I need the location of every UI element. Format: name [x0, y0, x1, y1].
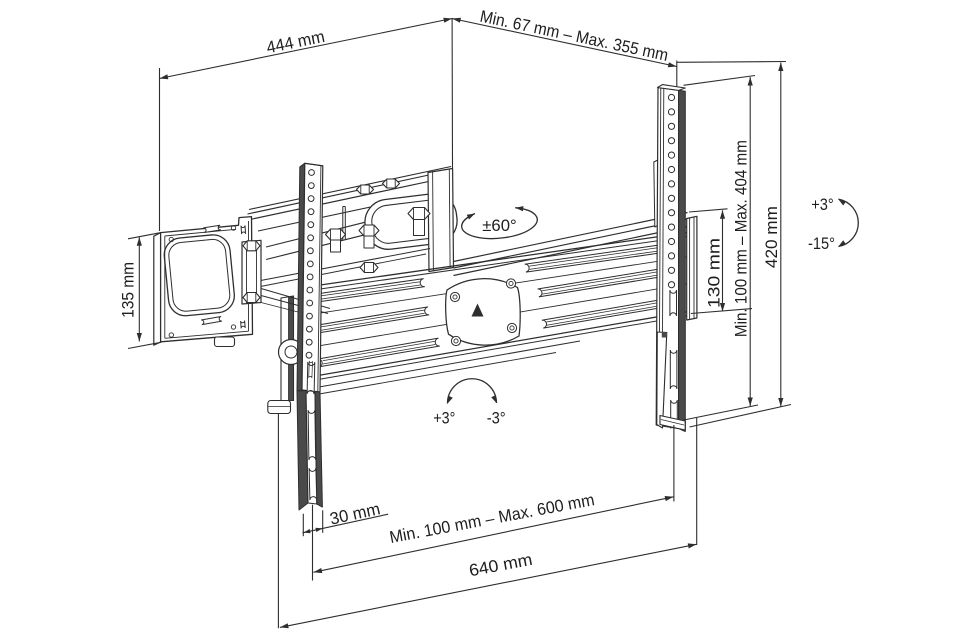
svg-text:-15°: -15° [808, 234, 835, 253]
svg-text:Min. 67 mm – Max. 355 mm: Min. 67 mm – Max. 355 mm [478, 7, 670, 65]
svg-text:±60°: ±60° [482, 216, 517, 235]
svg-text:+3°: +3° [433, 409, 455, 428]
svg-text:+3°: +3° [811, 195, 834, 214]
svg-text:Min. 100 mm – Max. 600 mm: Min. 100 mm – Max. 600 mm [388, 490, 596, 547]
svg-text:Min. 100 mm – Max. 404 mm: Min. 100 mm – Max. 404 mm [732, 140, 751, 337]
svg-text:30 mm: 30 mm [328, 499, 382, 528]
svg-text:135 mm: 135 mm [119, 262, 138, 318]
svg-text:130 mm: 130 mm [705, 238, 724, 308]
svg-text:444 mm: 444 mm [265, 27, 327, 57]
svg-text:-3°: -3° [487, 409, 506, 428]
svg-text:420 mm: 420 mm [762, 206, 781, 268]
svg-text:640 mm: 640 mm [468, 550, 534, 580]
